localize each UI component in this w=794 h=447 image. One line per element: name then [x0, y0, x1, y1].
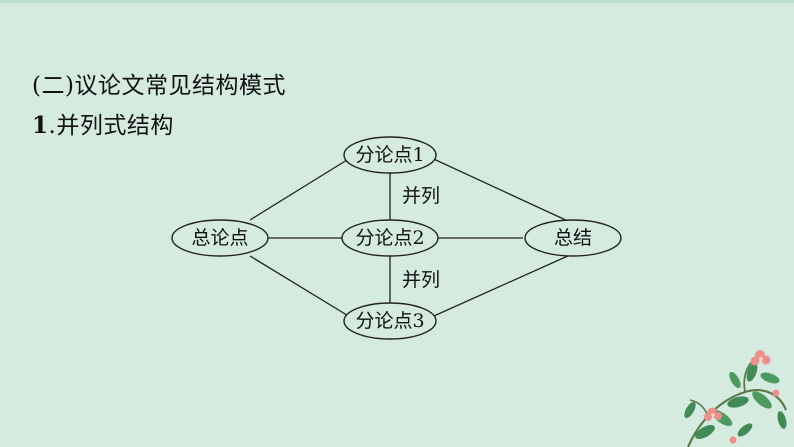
section-title: (二)议论文常见结构模式 — [32, 73, 286, 99]
node-conclusion-label: 总结 — [554, 227, 592, 249]
node-sub-point-3 — [343, 302, 437, 340]
edge-sub3-to-conclusion — [424, 254, 571, 321]
node-conclusion — [524, 219, 622, 257]
relation-lower-label: 并列 — [402, 269, 440, 291]
subsection-number: 1 — [32, 112, 49, 139]
node-sub-point-1 — [343, 136, 437, 174]
top-border — [0, 0, 794, 3]
node-sub-point-2-label: 分论点2 — [355, 227, 424, 249]
node-sub-point-1-label: 分论点1 — [355, 144, 424, 166]
edge-sub1-to-conclusion — [424, 154, 571, 223]
edge-main-to-sub1 — [249, 154, 356, 221]
node-sub-point-2 — [341, 219, 439, 257]
subsection-label: .并列式结构 — [48, 113, 174, 139]
node-sub-point-3-label: 分论点3 — [355, 310, 424, 332]
floral-vine-decoration-icon — [684, 350, 788, 447]
node-main-point — [171, 219, 269, 257]
node-main-point-label: 总论点 — [191, 227, 248, 249]
subsection-title: 1.并列式结构 — [32, 106, 174, 140]
relation-upper-label: 并列 — [402, 185, 440, 207]
edge-main-to-sub3 — [249, 255, 356, 321]
